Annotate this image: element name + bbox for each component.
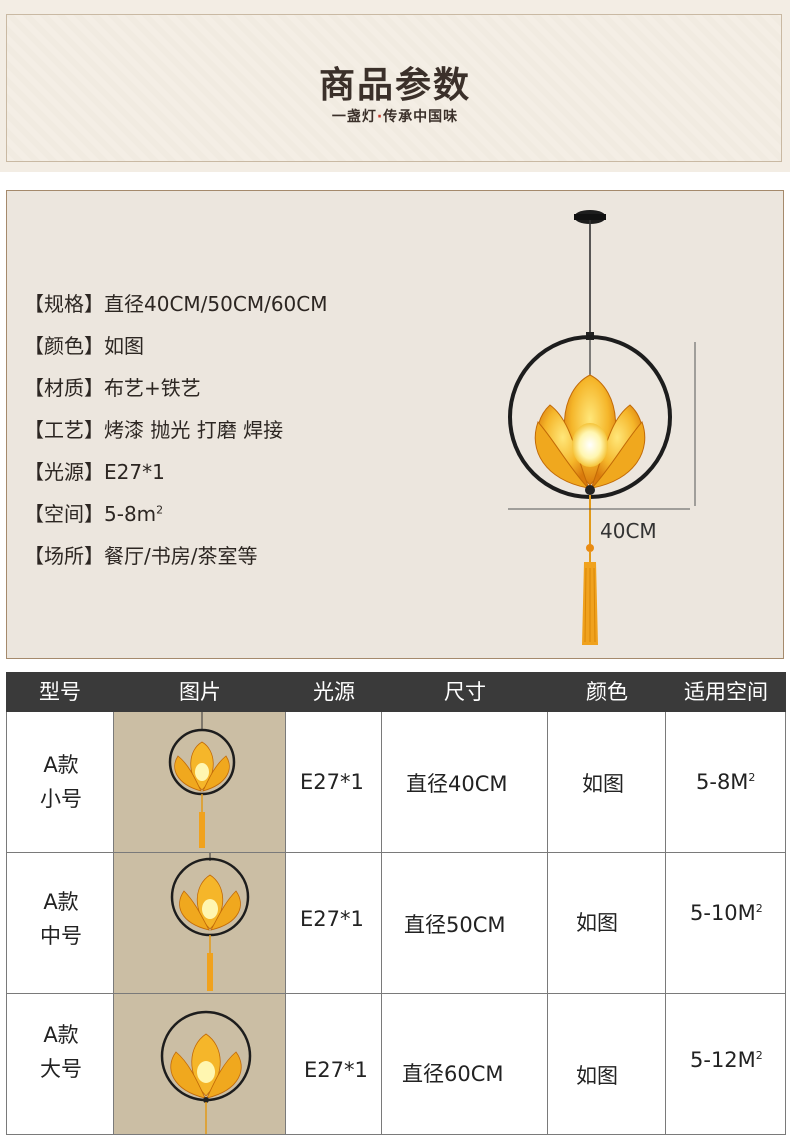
lamp-thumbnail [160, 1010, 252, 1134]
spec-value: 直径40CM/50CM/60CM [104, 292, 328, 316]
light-cell: E27*1 [286, 853, 382, 994]
spec-label: 【光源】 [24, 460, 104, 484]
space-sup: 2 [748, 771, 756, 784]
space-cell: 5-8M2 [666, 712, 786, 853]
subtitle-dot: · [376, 109, 384, 125]
lamp-thumbnail [170, 853, 250, 991]
spec-location: 【场所】餐厅/书房/茶室等 [24, 540, 257, 569]
color-cell: 如图 [548, 712, 666, 853]
color-value: 如图 [576, 911, 618, 935]
page-header: 商品参数 一盏灯·传承中国味 [0, 0, 790, 172]
model-cell: A款 小号 [6, 712, 114, 853]
header-frame [6, 14, 782, 162]
spec-label: 【材质】 [24, 376, 104, 400]
spec-value: 布艺+铁艺 [104, 376, 201, 400]
spec-value: 5-8m [104, 502, 157, 526]
table-header: 型号 图片 光源 尺寸 颜色 适用空间 [6, 672, 786, 712]
model-size: 中号 [40, 924, 82, 948]
spec-light-source: 【光源】E27*1 [24, 456, 165, 485]
subtitle-part-a: 一盏灯 [331, 109, 377, 125]
light-value: E27*1 [300, 770, 364, 794]
size-value: 直径40CM [406, 772, 508, 796]
subtitle-part-b: 传承中国味 [383, 109, 459, 125]
spec-label: 【规格】 [24, 292, 104, 316]
space-sup: 2 [755, 1049, 763, 1062]
spec-material: 【材质】布艺+铁艺 [24, 372, 201, 401]
spec-label: 【颜色】 [24, 334, 104, 358]
spec-value: 餐厅/书房/茶室等 [104, 544, 258, 568]
space-cell: 5-12M2 [666, 994, 786, 1135]
space-text: 5-12M [690, 1048, 756, 1072]
color-cell: 如图 [548, 994, 666, 1135]
color-cell: 如图 [548, 853, 666, 994]
spec-size: 【规格】直径40CM/50CM/60CM [24, 288, 328, 317]
spec-value: 烤漆 抛光 打磨 焊接 [104, 418, 284, 442]
table-row: A款 大号 E27*1 直径60CM 如图 5-12M2 [6, 994, 786, 1135]
header-image: 图片 [179, 680, 221, 704]
color-value: 如图 [576, 1064, 618, 1088]
header-model: 型号 [39, 680, 81, 704]
color-value: 如图 [582, 772, 624, 796]
spec-label: 【工艺】 [24, 418, 104, 442]
spec-panel [6, 190, 784, 659]
light-cell: E27*1 [286, 994, 382, 1135]
spec-sup: 2 [156, 503, 164, 517]
lamp-thumbnail [168, 712, 236, 848]
model-name: A款 [43, 1023, 79, 1047]
space-value: 5-10M2 [690, 901, 763, 925]
header-light: 光源 [313, 680, 355, 704]
model-name: A款 [43, 753, 79, 777]
size-cell: 直径50CM [382, 853, 548, 994]
size-cell: 直径60CM [382, 994, 548, 1135]
light-cell: E27*1 [286, 712, 382, 853]
spec-color: 【颜色】如图 [24, 330, 144, 359]
table-row: A款 小号 E27*1 直径40CM 如图 5-8M2 [6, 712, 786, 853]
space-value: 5-12M2 [690, 1048, 763, 1072]
space-sup: 2 [755, 902, 763, 915]
size-value: 直径50CM [404, 913, 506, 937]
spec-label: 【场所】 [24, 544, 104, 568]
header-color: 颜色 [586, 680, 628, 704]
spec-craft: 【工艺】烤漆 抛光 打磨 焊接 [24, 414, 283, 443]
model-size: 小号 [40, 787, 82, 811]
spec-value: E27*1 [104, 460, 165, 484]
image-cell [114, 853, 286, 994]
space-text: 5-8M [696, 770, 749, 794]
table-row: A款 中号 E27*1 直径50CM 如图 5-10M2 [6, 853, 786, 994]
model-name: A款 [43, 890, 79, 914]
model-cell: A款 中号 [6, 853, 114, 994]
page-subtitle: 一盏灯·传承中国味 [0, 106, 790, 126]
model-cell: A款 大号 [6, 994, 114, 1135]
size-cell: 直径40CM [382, 712, 548, 853]
spec-space: 【空间】5-8m2 [24, 498, 163, 527]
spec-label: 【空间】 [24, 502, 104, 526]
light-value: E27*1 [300, 907, 364, 931]
model-size: 大号 [40, 1057, 82, 1081]
header-space: 适用空间 [684, 680, 768, 704]
light-value: E27*1 [304, 1058, 368, 1082]
space-value: 5-8M2 [696, 770, 755, 794]
lotus-lamp-image [508, 210, 696, 645]
size-value: 直径60CM [402, 1062, 504, 1086]
page-title: 商品参数 [318, 64, 471, 106]
dimension-label: 40CM [600, 519, 657, 543]
image-cell [114, 712, 286, 853]
space-text: 5-10M [690, 901, 756, 925]
space-cell: 5-10M2 [666, 853, 786, 994]
image-cell [114, 994, 286, 1135]
header-size: 尺寸 [444, 680, 486, 704]
spec-value: 如图 [104, 334, 144, 358]
